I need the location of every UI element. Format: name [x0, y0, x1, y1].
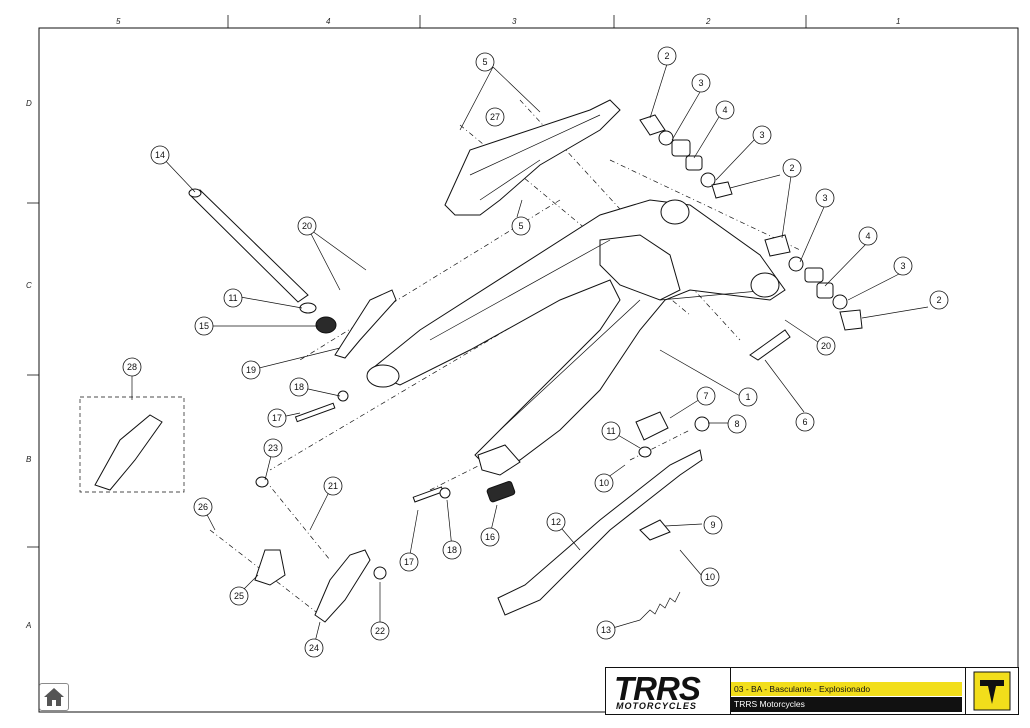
title-block: TRRS MOTORCYCLES 03 - BA - Basculante - … [605, 667, 1019, 715]
callout-17: 17 [272, 413, 282, 423]
callout-20: 20 [821, 341, 831, 351]
callout-18: 18 [447, 545, 457, 555]
drawing-frame [38, 27, 1019, 713]
company-name: TRRS Motorcycles [731, 697, 962, 712]
grid-row-b: B [26, 455, 32, 464]
home-icon [44, 688, 64, 706]
callout-10: 10 [599, 478, 609, 488]
callout-23: 23 [268, 443, 278, 453]
callout-4: 4 [722, 105, 727, 115]
callout-21: 21 [328, 481, 338, 491]
callout-leaders [131, 63, 929, 647]
callout-18: 18 [294, 382, 304, 392]
grid-col-2: 2 [705, 17, 711, 26]
callout-14: 14 [155, 150, 165, 160]
callout-2: 2 [664, 51, 669, 61]
home-button[interactable] [39, 683, 69, 711]
callout-2: 2 [936, 295, 941, 305]
callout-8: 8 [734, 419, 739, 429]
callout-circles [122, 46, 949, 658]
grid-col-4: 4 [326, 17, 331, 26]
callout-9: 9 [710, 520, 715, 530]
callout-27: 27 [490, 112, 500, 122]
stand-spring [639, 591, 681, 621]
grid-col-1: 1 [896, 17, 900, 26]
callout-19: 19 [246, 365, 256, 375]
callout-16: 16 [485, 532, 495, 542]
grid-row-c: C [26, 281, 32, 290]
bearings-group [639, 114, 863, 331]
grid-row-a: A [25, 621, 31, 630]
callout-20: 20 [302, 221, 312, 231]
footrest-bracket [79, 396, 371, 623]
drawing-title: 03 - BA - Basculante - Explosionado [731, 682, 962, 696]
callout-6: 6 [802, 417, 807, 427]
callout-11: 11 [606, 426, 615, 436]
callout-26: 26 [198, 502, 208, 512]
callout-17: 17 [404, 557, 414, 567]
callout-3: 3 [759, 130, 764, 140]
callout-3: 3 [822, 193, 827, 203]
brand-emblem [965, 668, 1018, 714]
callout-4: 4 [865, 231, 870, 241]
shield-icon [973, 671, 1011, 711]
grid-row-d: D [26, 99, 32, 108]
grid-col-3: 3 [512, 17, 517, 26]
chain-guide [444, 99, 621, 216]
callout-2: 2 [789, 163, 794, 173]
callout-1: 1 [745, 392, 750, 402]
swingarm [366, 199, 786, 476]
axle [188, 188, 309, 303]
grid-col-5: 5 [116, 17, 121, 26]
brand-logo: TRRS MOTORCYCLES [606, 668, 731, 714]
chain-adjuster [299, 289, 397, 359]
callout-28: 28 [127, 362, 137, 372]
callout-numbers: 1 2 2 2 3 3 3 3 4 4 5 5 6 7 8 9 10 10 11… [127, 51, 942, 653]
callout-5: 5 [518, 221, 523, 231]
callout-13: 13 [601, 625, 611, 635]
callout-3: 3 [698, 78, 703, 88]
grid-ticks [27, 15, 807, 548]
callout-10: 10 [705, 572, 715, 582]
callout-7: 7 [703, 391, 708, 401]
callout-11: 11 [228, 293, 237, 303]
callout-24: 24 [309, 643, 319, 653]
side-stand [497, 411, 703, 616]
callout-22: 22 [375, 626, 385, 636]
callout-25: 25 [234, 591, 244, 601]
brand-logo-text: TRRS [614, 670, 701, 707]
callout-12: 12 [551, 517, 561, 527]
callout-3: 3 [900, 261, 905, 271]
brand-logo-subtext: MOTORCYCLES [616, 701, 697, 711]
callout-15: 15 [199, 321, 209, 331]
callout-5: 5 [482, 57, 487, 67]
fasteners [255, 329, 791, 580]
